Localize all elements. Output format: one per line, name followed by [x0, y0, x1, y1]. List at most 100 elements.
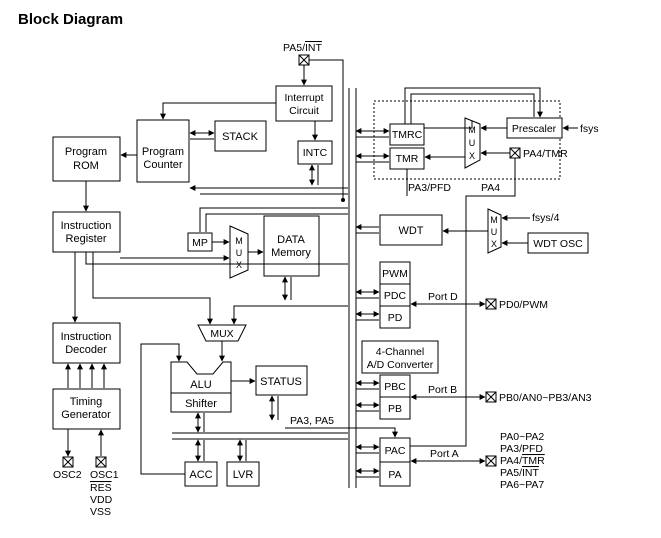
program-rom-block: Program ROM [52, 136, 121, 182]
pb-block: PB [379, 396, 411, 420]
pb-pins-label: PB0/AN0~PB3/AN3 [499, 392, 592, 404]
svg-text:PB: PB [388, 403, 402, 415]
svg-text:PBC: PBC [384, 381, 406, 393]
pa-pins-1: PA0~PA2 [500, 431, 544, 443]
pin-pb [485, 391, 497, 403]
pa-pins-4: PA5/INT [500, 467, 539, 479]
adc-block: 4-Channel A/D Converter [361, 340, 439, 374]
shifter-label: Shifter [185, 398, 217, 410]
svg-text:X: X [469, 151, 475, 161]
svg-text:PDC: PDC [384, 290, 407, 302]
pa3-pa5-label: PA3, PA5 [290, 415, 334, 427]
pa4-tmr-label: PA4/TMR [523, 148, 568, 160]
mux-timer: M U X [464, 117, 481, 169]
svg-text:MP: MP [192, 237, 208, 249]
prescaler-block: Prescaler [506, 117, 563, 139]
vdd-label: VDD [90, 494, 113, 506]
tmrc-block: TMRC [389, 123, 425, 146]
port-a-label: Port A [430, 448, 459, 460]
svg-text:WDT OSC: WDT OSC [533, 238, 583, 250]
alu-shifter-block: ALU Shifter [170, 361, 232, 413]
fsys-4-label: fsys/4 [532, 212, 560, 224]
svg-text:STACK: STACK [222, 131, 259, 143]
svg-text:U: U [469, 138, 476, 148]
svg-text:Generator: Generator [61, 409, 111, 421]
vss-label: VSS [90, 506, 111, 518]
res-label: RES [90, 482, 112, 494]
svg-text:Circuit: Circuit [289, 105, 319, 117]
svg-text:U: U [236, 248, 243, 258]
port-d-label: Port D [428, 291, 458, 303]
svg-text:A/D Converter: A/D Converter [367, 359, 434, 371]
svg-text:STATUS: STATUS [260, 376, 302, 388]
fsys-label: fsys [580, 123, 599, 135]
acc-block: ACC [184, 461, 218, 487]
svg-text:Prescaler: Prescaler [512, 123, 557, 135]
lvr-block: LVR [226, 461, 260, 487]
pd0-pwm-label: PD0/PWM [499, 299, 548, 311]
pa-pins-2: PA3/PFD [500, 443, 543, 455]
pa-pins-3: PA4/TMR [500, 455, 545, 467]
svg-text:Instruction: Instruction [61, 220, 112, 232]
osc2-label: OSC2 [53, 469, 82, 481]
timing-generator-block: Timing Generator [52, 388, 121, 430]
svg-text:Decoder: Decoder [65, 344, 107, 356]
svg-text:ACC: ACC [189, 469, 212, 481]
pin-pa [485, 455, 497, 467]
mux-data-memory: M U X [229, 225, 249, 279]
svg-text:DATA: DATA [277, 234, 305, 246]
instruction-register-block: Instruction Register [52, 211, 121, 253]
intc-block: INTC [297, 140, 333, 165]
data-memory-block: DATA Memory [263, 215, 320, 277]
pa-pins-5: PA6~PA7 [500, 479, 544, 491]
pa3-pfd-label: PA3/PFD [408, 182, 451, 194]
signal-labels: PA5/INT fsys PA4/TMR PA3/PFD PA4 fsys/4 … [53, 42, 599, 518]
svg-text:M: M [468, 125, 476, 135]
pin-osc2 [62, 456, 74, 468]
svg-text:WDT: WDT [398, 225, 423, 237]
pa5-int-label: PA5/INT [283, 42, 322, 54]
wdt-osc-block: WDT OSC [527, 232, 589, 254]
pa4-label: PA4 [481, 182, 500, 194]
port-b-label: Port B [428, 384, 457, 396]
instruction-decoder-block: Instruction Decoder [52, 322, 121, 364]
svg-text:LVR: LVR [233, 469, 254, 481]
wdt-block: WDT [379, 214, 443, 246]
svg-text:MUX: MUX [210, 328, 233, 340]
svg-text:U: U [491, 227, 498, 237]
pin-pd0 [485, 298, 497, 310]
stack-block: STACK [214, 120, 267, 152]
alu-label: ALU [190, 379, 211, 391]
svg-text:PD: PD [388, 312, 403, 324]
svg-text:Instruction: Instruction [61, 331, 112, 343]
program-counter-block: Program Counter [136, 119, 190, 183]
connections [65, 59, 578, 478]
svg-text:PWM: PWM [382, 268, 408, 280]
svg-text:Memory: Memory [271, 247, 311, 259]
svg-text:Counter: Counter [143, 159, 182, 171]
mux-wdt: M U X [487, 208, 502, 254]
mux-alu-input: MUX [197, 324, 247, 342]
interrupt-circuit-block: Interrupt Circuit [275, 85, 333, 122]
pbc-block: PBC [379, 374, 411, 398]
svg-text:PA: PA [388, 469, 401, 481]
pin-osc1 [95, 456, 107, 468]
svg-text:4-Channel: 4-Channel [376, 346, 424, 358]
svg-text:M: M [490, 215, 498, 225]
diagram-title: Block Diagram [18, 11, 123, 28]
status-block: STATUS [255, 365, 308, 396]
pd-block: PD [379, 305, 411, 329]
svg-text:INTC: INTC [303, 147, 328, 159]
pwm-block: PWM [379, 261, 411, 285]
svg-text:X: X [236, 260, 242, 270]
svg-text:Timing: Timing [70, 396, 103, 408]
svg-text:Register: Register [66, 233, 107, 245]
pin-pa5-int [298, 54, 310, 66]
osc1-label: OSC1 [90, 469, 119, 481]
svg-text:Program: Program [65, 146, 107, 158]
svg-text:Interrupt: Interrupt [284, 92, 323, 104]
timer-region [373, 100, 561, 180]
svg-text:X: X [491, 239, 497, 249]
pin-pa4-tmr [509, 147, 521, 159]
